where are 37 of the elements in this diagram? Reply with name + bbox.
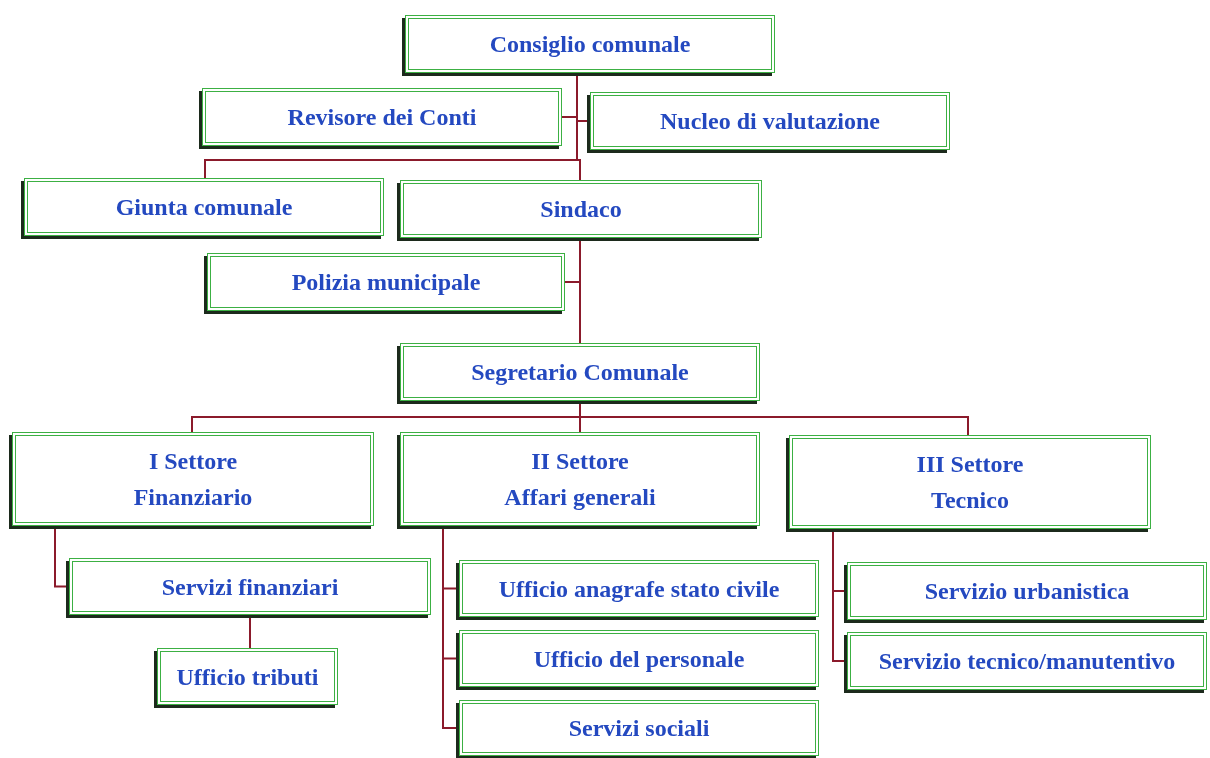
- box-label: III Settore: [916, 450, 1024, 479]
- box-label: Segretario Comunale: [471, 358, 689, 387]
- box-label: Consiglio comunale: [489, 30, 691, 59]
- org-box: [207, 253, 565, 311]
- box-label: Ufficio anagrafe stato civile: [498, 574, 780, 604]
- box-label: Ufficio tributi: [176, 662, 319, 692]
- box-label: Servizi sociali: [568, 714, 710, 743]
- org-box: [24, 178, 384, 236]
- org-box: [405, 15, 775, 73]
- org-box: [847, 632, 1207, 690]
- org-box: [789, 435, 1151, 529]
- box-label: Tecnico: [931, 486, 1009, 515]
- box-label: II Settore: [531, 447, 629, 476]
- org-box: [157, 648, 338, 705]
- box-label: Servizio urbanistica: [924, 577, 1130, 606]
- box-label: I Settore: [148, 447, 238, 476]
- org-box: [12, 432, 374, 526]
- box-label: Revisore dei Conti: [287, 103, 477, 132]
- org-box: [400, 343, 760, 401]
- box-label: Giunta comunale: [115, 193, 293, 222]
- box-label: Servizio tecnico/manutentivo: [878, 647, 1176, 676]
- box-label: Finanziario: [133, 483, 253, 512]
- box-label: Affari generali: [504, 483, 656, 512]
- org-box: [69, 558, 431, 615]
- org-box: [459, 700, 819, 756]
- box-label: Nucleo di valutazione: [660, 107, 880, 136]
- org-box: [202, 88, 562, 146]
- box-label: Polizia municipale: [291, 268, 481, 297]
- box-label: Ufficio del personale: [533, 644, 745, 674]
- org-box: [400, 432, 760, 526]
- org-box: [590, 92, 950, 150]
- box-label: Servizi finanziari: [161, 572, 339, 602]
- org-box: [847, 562, 1207, 620]
- org-box: [459, 630, 819, 687]
- box-label: Sindaco: [540, 195, 622, 224]
- org-box: [459, 560, 819, 617]
- org-box: [400, 180, 762, 238]
